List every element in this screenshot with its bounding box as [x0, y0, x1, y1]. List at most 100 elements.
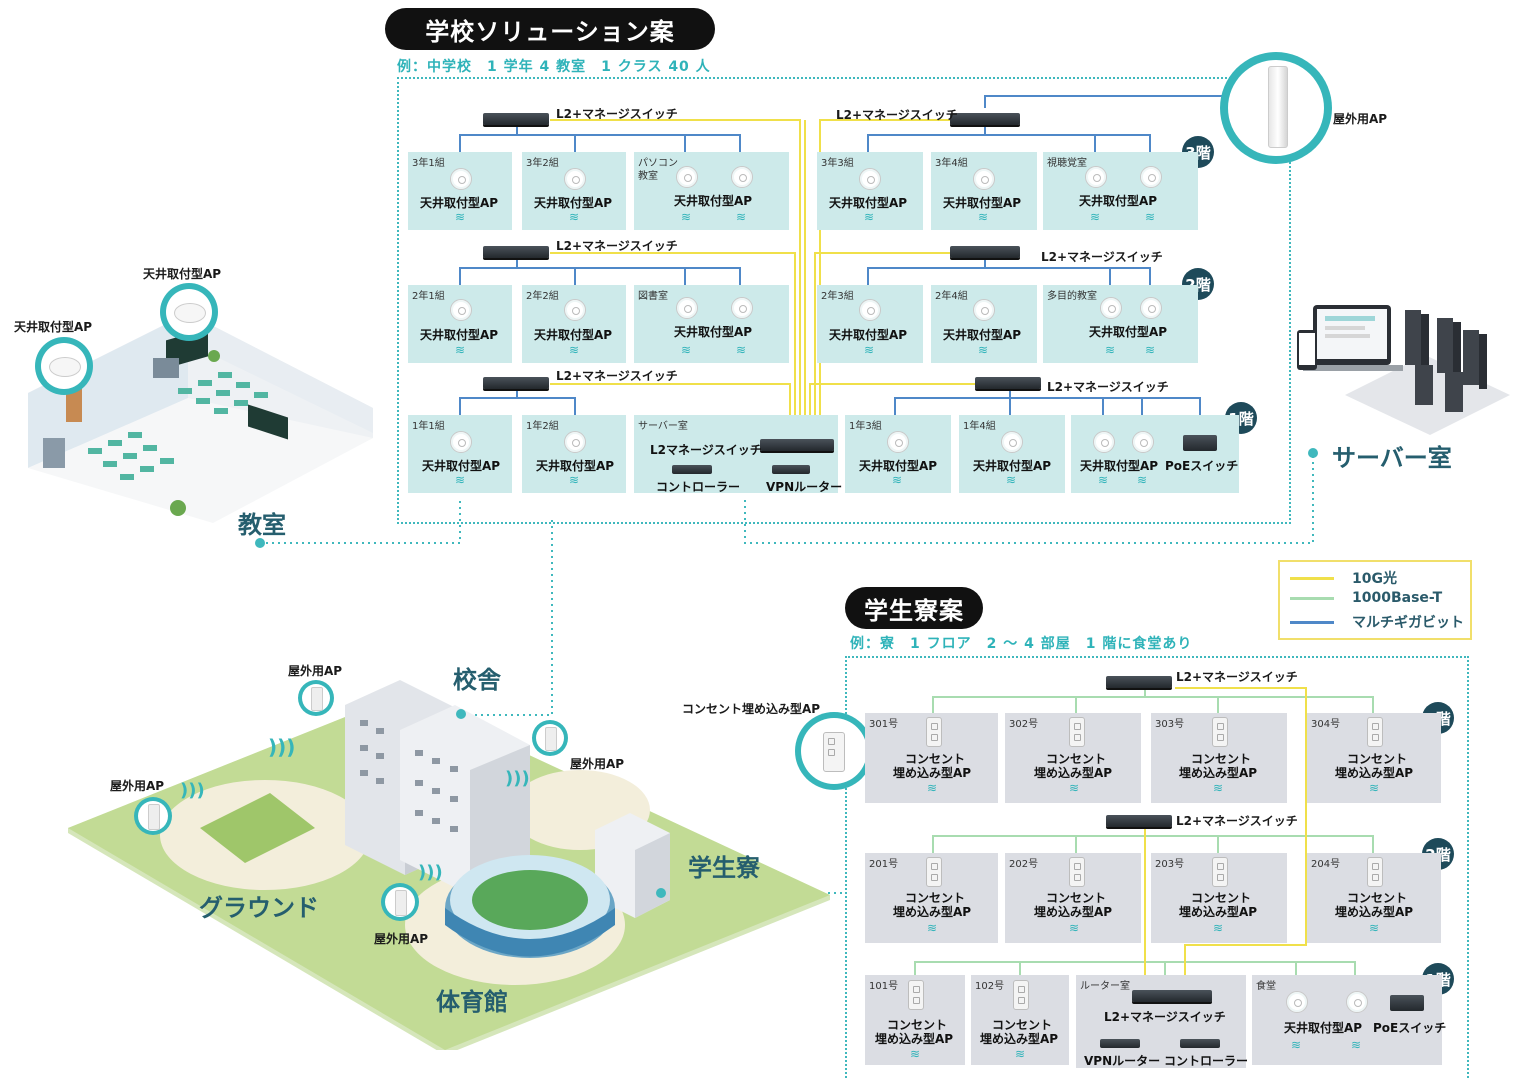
wifi-icon: ≋: [1136, 473, 1148, 487]
outlet-ap-icon: [1212, 717, 1228, 747]
room-pc: パソコン教室天井取付型AP≋≋: [634, 152, 789, 230]
server-room-illustration: [1295, 300, 1515, 440]
dorm-room-303: 303号コンセント埋め込み型AP≋: [1151, 713, 1287, 803]
dorm-room-204: 204号コンセント埋め込み型AP≋: [1307, 853, 1441, 943]
ceiling-ap-icon: [1001, 431, 1023, 453]
dorm-label: 学生寮: [688, 854, 760, 882]
wifi-icon: ≋: [1144, 343, 1156, 357]
outdoor-ap-label-ground: 屋外用AP: [110, 779, 165, 793]
l2-switch-2f-right: [950, 246, 1020, 258]
wifi-icon: ≋: [926, 921, 938, 935]
ceiling-ap-icon: [731, 297, 753, 319]
ceiling-ap-icon: [564, 299, 586, 321]
wifi-icon: ))): [180, 780, 205, 801]
ceiling-ap-icon: [676, 166, 698, 188]
outlet-ap-callout-label: コンセント埋め込み型AP: [682, 702, 821, 716]
wifi-icon: ≋: [454, 473, 466, 487]
wifi-icon: ≋: [1089, 210, 1101, 224]
dorm-solution-title: 学生寮案: [845, 587, 983, 629]
switch-label: L2+マネージスイッチ: [1047, 380, 1169, 394]
vpn-router-device: [1100, 1039, 1140, 1048]
room-1-2: 1年2組天井取付型AP≋: [522, 415, 626, 493]
wifi-icon: ≋: [863, 210, 875, 224]
outlet-ap-callout: [795, 712, 873, 790]
school-frame: [397, 77, 1291, 524]
wifi-icon: ≋: [1097, 473, 1109, 487]
room-1-3: 1年3組天井取付型AP≋: [845, 415, 951, 493]
legend-item: マルチギガビット: [1290, 612, 1464, 632]
classroom-illustration: [28, 298, 378, 538]
wifi-icon: ≋: [568, 210, 580, 224]
room-3-4: 3年4組天井取付型AP≋: [931, 152, 1037, 230]
poe-switch-device: [1183, 435, 1217, 451]
outlet-ap-icon: [1212, 857, 1228, 887]
dorm-room-304: 304号コンセント埋め込み型AP≋: [1307, 713, 1441, 803]
ceiling-ap-icon: [564, 168, 586, 190]
controller-device: [672, 465, 712, 474]
ceiling-ap-icon: [1093, 431, 1115, 453]
wifi-icon: ))): [505, 768, 530, 789]
room-3-2: 3年2組天井取付型AP≋: [522, 152, 626, 230]
ceiling-ap-icon: [1140, 166, 1162, 188]
outlet-ap-icon: [908, 980, 924, 1010]
wifi-icon: ≋: [1068, 781, 1080, 795]
ceiling-ap-icon: [450, 168, 472, 190]
wifi-icon: ≋: [1212, 781, 1224, 795]
ceiling-ap-icon: [731, 166, 753, 188]
wifi-icon: ≋: [977, 210, 989, 224]
server-room-dot: [1308, 448, 1318, 458]
room-av: 視聴覚室天井取付型AP≋≋: [1043, 152, 1198, 230]
wifi-icon: ≋: [568, 473, 580, 487]
outlet-ap-icon: [1367, 717, 1383, 747]
switch-label: L2+マネージスイッチ: [556, 369, 678, 383]
wifi-icon: ≋: [680, 343, 692, 357]
l2-switch-3f-right: [950, 113, 1020, 125]
outdoor-ap-label: 屋外用AP: [1333, 112, 1388, 126]
ground-label: グラウンド: [199, 894, 319, 922]
switch-label: L2+マネージスイッチ: [836, 108, 958, 122]
wifi-icon: ≋: [568, 343, 580, 357]
ceiling-ap-icon: [676, 297, 698, 319]
wifi-icon: ≋: [735, 343, 747, 357]
ceiling-ap-icon: [887, 431, 909, 453]
poe-switch-device: [1390, 995, 1424, 1011]
school-solution-title: 学校ソリューション案: [385, 8, 715, 50]
outdoor-ap-label-gym: 屋外用AP: [374, 932, 429, 946]
ceiling-ap-icon: [1085, 166, 1107, 188]
dorm-subtitle: 例：寮 1 フロア 2 〜 4 部屋 1 階に食堂あり: [850, 636, 1193, 652]
wifi-icon: ≋: [891, 473, 903, 487]
outlet-ap-icon: [1069, 717, 1085, 747]
wifi-icon: ≋: [454, 210, 466, 224]
dorm-room-301: 301号コンセント埋め込み型AP≋: [865, 713, 998, 803]
legend-item: 1000Base-T: [1290, 590, 1442, 606]
outdoor-ap-icon-ground: [134, 797, 172, 835]
campus-illustration: [60, 650, 840, 1055]
dorm-room-201: 201号コンセント埋め込み型AP≋: [865, 853, 998, 943]
room-2-2: 2年2組天井取付型AP≋: [522, 285, 626, 363]
outlet-ap-icon: [1069, 857, 1085, 887]
ceiling-ap-icon: [1286, 991, 1308, 1013]
room-1-1: 1年1組天井取付型AP≋: [408, 415, 512, 493]
cable-legend: 10G光 1000Base-T マルチギガビット: [1278, 560, 1472, 640]
classroom-dot: [255, 538, 265, 548]
wifi-icon: ))): [418, 862, 443, 883]
ceiling-ap-icon: [859, 299, 881, 321]
ceiling-ap-icon: [859, 168, 881, 190]
room-library: 図書室天井取付型AP≋≋: [634, 285, 789, 363]
outlet-ap-icon: [926, 717, 942, 747]
ceiling-ap-icon: [1140, 297, 1162, 319]
wifi-icon: ≋: [863, 343, 875, 357]
wifi-icon: ≋: [926, 781, 938, 795]
legend-item: 10G光: [1290, 568, 1397, 588]
switch-label: L2+マネージスイッチ: [1176, 670, 1298, 684]
room-2-3: 2年3組天井取付型AP≋: [817, 285, 923, 363]
dorm-room-202: 202号コンセント埋め込み型AP≋: [1005, 853, 1141, 943]
wifi-icon: ≋: [909, 1047, 921, 1061]
switch-label: L2+マネージスイッチ: [556, 107, 678, 121]
outdoor-ap-callout: [1220, 52, 1332, 164]
switch-label: L2+マネージスイッチ: [1176, 814, 1298, 828]
